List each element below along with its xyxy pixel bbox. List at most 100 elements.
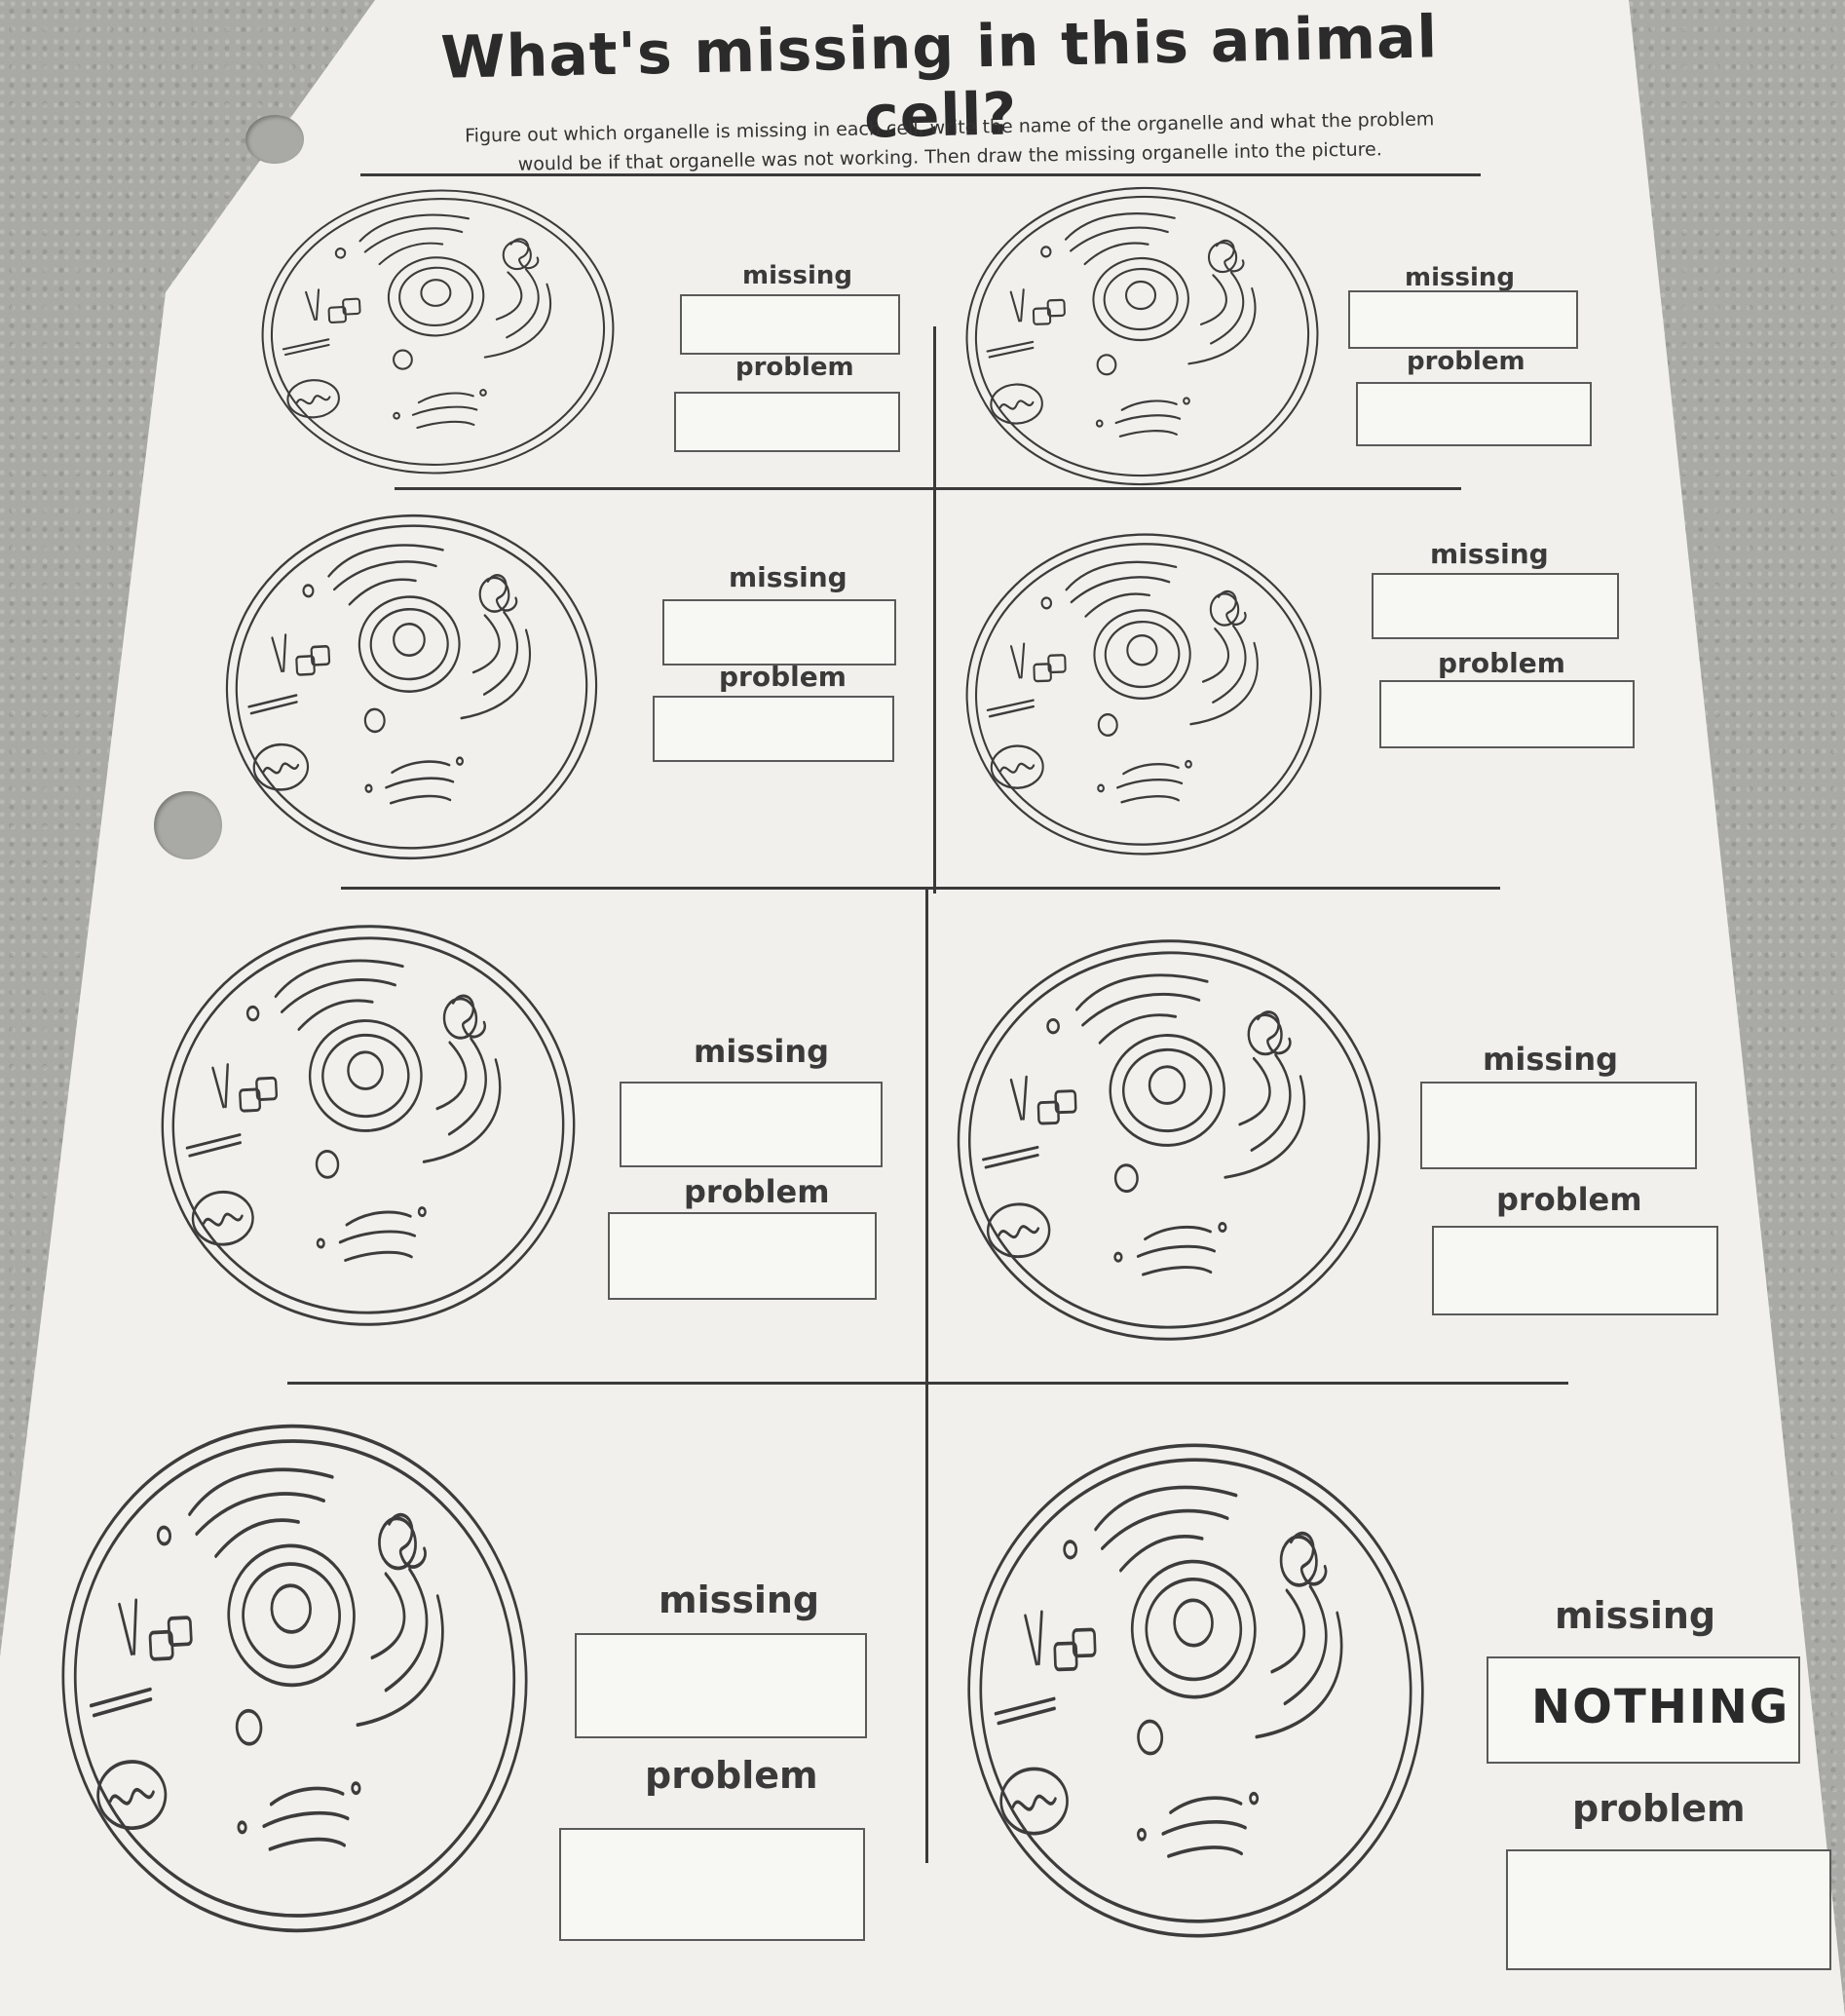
missing-label: missing — [729, 561, 847, 593]
secretory-vesicle — [1113, 1251, 1123, 1263]
row-divider — [395, 487, 1461, 490]
nucleus — [1104, 620, 1181, 689]
vacuole — [1137, 1719, 1164, 1756]
mitochondrion — [96, 1760, 168, 1831]
cytoplasm-boundary — [73, 1439, 516, 1918]
secretory-vesicle — [1137, 1827, 1147, 1842]
cell-membrane — [965, 186, 1319, 486]
rough-er — [358, 213, 470, 266]
golgi-apparatus — [1116, 763, 1184, 804]
nucleus — [242, 1562, 341, 1669]
vesicle — [378, 1516, 417, 1571]
problem-answer-box[interactable] — [674, 392, 900, 452]
mitochondrion — [986, 1202, 1051, 1259]
centriole — [255, 1076, 279, 1101]
lysosome — [1257, 1010, 1292, 1055]
cell-membrane — [225, 514, 598, 860]
missing-label: missing — [1555, 1594, 1716, 1637]
missing-answer-box[interactable] — [1420, 1082, 1697, 1169]
cell-organelles — [61, 1424, 528, 1933]
lysosome — [1215, 239, 1245, 273]
mitochondrion-cristae — [295, 395, 331, 405]
golgi-apparatus — [385, 760, 455, 805]
secretory-vesicle — [1095, 419, 1104, 428]
missing-label: missing — [659, 1579, 820, 1621]
cytoskeleton — [305, 288, 320, 322]
animal-cell-diagram — [965, 186, 1319, 486]
centriole — [310, 645, 331, 666]
mitochondrion-cristae — [998, 1225, 1040, 1239]
problem-label: problem — [719, 661, 847, 693]
cytoskeleton — [1009, 642, 1026, 679]
missing-answer-box[interactable] — [662, 599, 896, 666]
vesicle — [502, 240, 532, 271]
nuclear-envelope — [308, 1019, 423, 1132]
mitochondrion — [990, 383, 1043, 425]
nucleolus — [393, 623, 426, 657]
mitochondrion — [286, 379, 340, 419]
centriole — [167, 1616, 193, 1647]
rough-er — [1065, 560, 1178, 618]
golgi-apparatus — [1136, 1225, 1216, 1276]
cell-organelles — [225, 514, 598, 860]
lysosome — [486, 574, 518, 612]
lysosome — [451, 994, 486, 1039]
problem-answer-box[interactable] — [559, 1828, 865, 1941]
vacuole — [1113, 1163, 1139, 1194]
nuclear-envelope — [387, 256, 485, 337]
missing-label: missing — [742, 261, 852, 290]
ribosome — [245, 1005, 260, 1022]
microtubule — [982, 1145, 1039, 1169]
rough-er — [1094, 1485, 1238, 1573]
row-divider — [341, 887, 1500, 890]
problem-answer-box[interactable] — [1356, 382, 1592, 446]
missing-label: missing — [694, 1033, 830, 1070]
missing-label: missing — [1405, 263, 1515, 292]
nucleus — [398, 266, 474, 326]
smooth-er — [1187, 271, 1257, 365]
golgi-apparatus — [1114, 399, 1182, 437]
microtubule — [185, 1133, 242, 1158]
ribosome — [156, 1525, 171, 1546]
problem-answer-box[interactable] — [1432, 1226, 1718, 1315]
rough-er — [274, 959, 404, 1031]
missing-answer-box[interactable] — [575, 1633, 867, 1738]
problem-answer-box[interactable] — [1506, 1849, 1831, 1970]
cell-organelles — [161, 925, 576, 1326]
rough-er — [1064, 212, 1176, 266]
cell-membrane — [61, 1424, 528, 1933]
cytoplasm-boundary — [235, 524, 588, 850]
vesicle — [1279, 1535, 1318, 1587]
column-divider — [925, 889, 928, 1863]
missing-answer-box[interactable] — [620, 1082, 883, 1167]
golgi-apparatus — [262, 1786, 350, 1851]
lysosome — [1289, 1531, 1328, 1586]
microtubule — [282, 338, 330, 357]
centriole — [342, 297, 361, 316]
cytoplasm-boundary — [974, 195, 1310, 477]
mitochondrion-cristae — [1011, 1794, 1057, 1811]
secretory-vesicle — [316, 1237, 325, 1249]
problem-answer-box[interactable] — [1379, 680, 1635, 748]
problem-answer-box[interactable] — [653, 696, 894, 762]
problem-answer-box[interactable] — [608, 1212, 877, 1300]
smooth-er — [1189, 625, 1259, 726]
mitochondrion-cristae — [999, 762, 1035, 774]
missing-answer-box[interactable]: NOTHING — [1487, 1656, 1800, 1764]
mitochondrion — [252, 742, 310, 791]
vesicle — [1207, 241, 1238, 274]
problem-label: problem — [645, 1754, 818, 1797]
mitochondrion-cristae — [998, 399, 1035, 410]
missing-answer-box[interactable] — [680, 294, 900, 355]
problem-label: problem — [1438, 647, 1565, 679]
nuclear-envelope — [1093, 609, 1191, 701]
missing-answer-box[interactable] — [1372, 573, 1619, 639]
nucleolus — [1173, 1598, 1214, 1648]
nucleus — [1103, 267, 1179, 331]
missing-answer-box[interactable] — [1348, 290, 1578, 349]
microtubule — [247, 694, 298, 715]
animal-cell-diagram — [967, 1443, 1424, 1938]
vesicle — [1247, 1013, 1283, 1056]
mitochondrion-cristae — [108, 1788, 155, 1806]
ribosome — [302, 584, 315, 598]
